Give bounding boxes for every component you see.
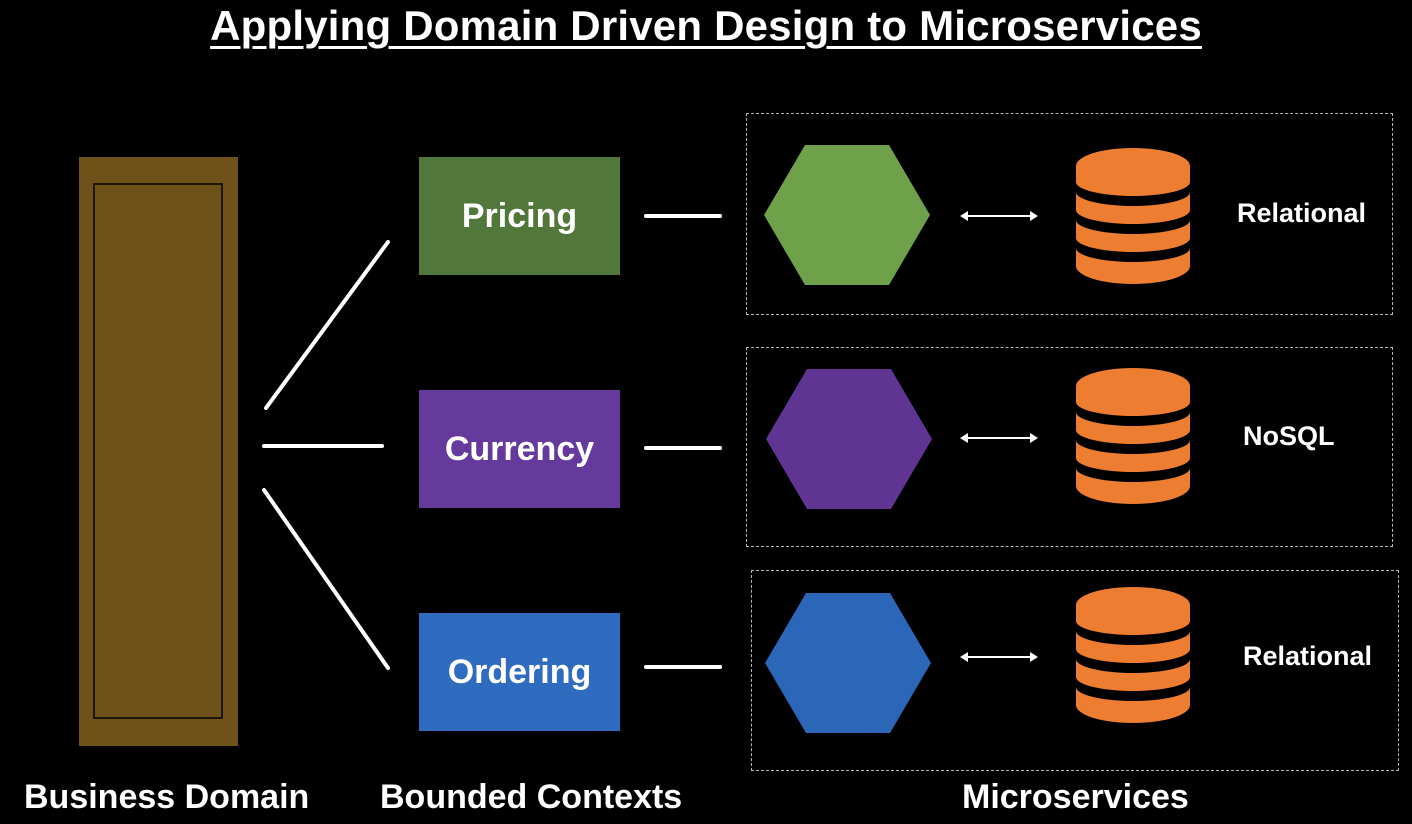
microservices-label: Microservices: [962, 778, 1189, 816]
database-icon: [1076, 368, 1190, 504]
hexagon-icon: [766, 369, 932, 509]
bounded-context-ordering: Ordering: [419, 613, 620, 731]
database-type-label: Relational: [1237, 198, 1367, 228]
database-icon: [1076, 148, 1190, 284]
bounded-context-label: Pricing: [461, 196, 578, 235]
business-domain-inner-frame: [93, 183, 223, 719]
database-type-label: Relational: [1243, 641, 1373, 671]
diagram-title: Applying Domain Driven Design to Microse…: [210, 2, 1202, 49]
double-arrow-icon: [960, 652, 1038, 662]
database-type-label: NoSQL: [1243, 421, 1335, 451]
hexagon-icon: [765, 593, 931, 733]
microservice-group-pricing: [746, 113, 1393, 315]
bounded-context-currency: Currency: [419, 390, 620, 508]
database-icon: [1076, 587, 1190, 723]
microservice-group-currency: [746, 347, 1393, 547]
business-domain-block: [79, 157, 238, 746]
business-domain-label: Business Domain: [24, 778, 310, 816]
bounded-contexts-label: Bounded Contexts: [380, 778, 683, 816]
bounded-context-label: Currency: [444, 429, 595, 468]
bounded-context-pricing: Pricing: [419, 157, 620, 275]
microservice-group-ordering: [751, 570, 1399, 771]
domain-to-pricing-connector: [264, 240, 390, 410]
double-arrow-icon: [960, 211, 1038, 221]
hexagon-icon: [764, 145, 930, 285]
double-arrow-icon: [960, 433, 1038, 443]
bounded-context-label: Ordering: [447, 652, 592, 691]
domain-to-ordering-connector: [262, 488, 390, 670]
